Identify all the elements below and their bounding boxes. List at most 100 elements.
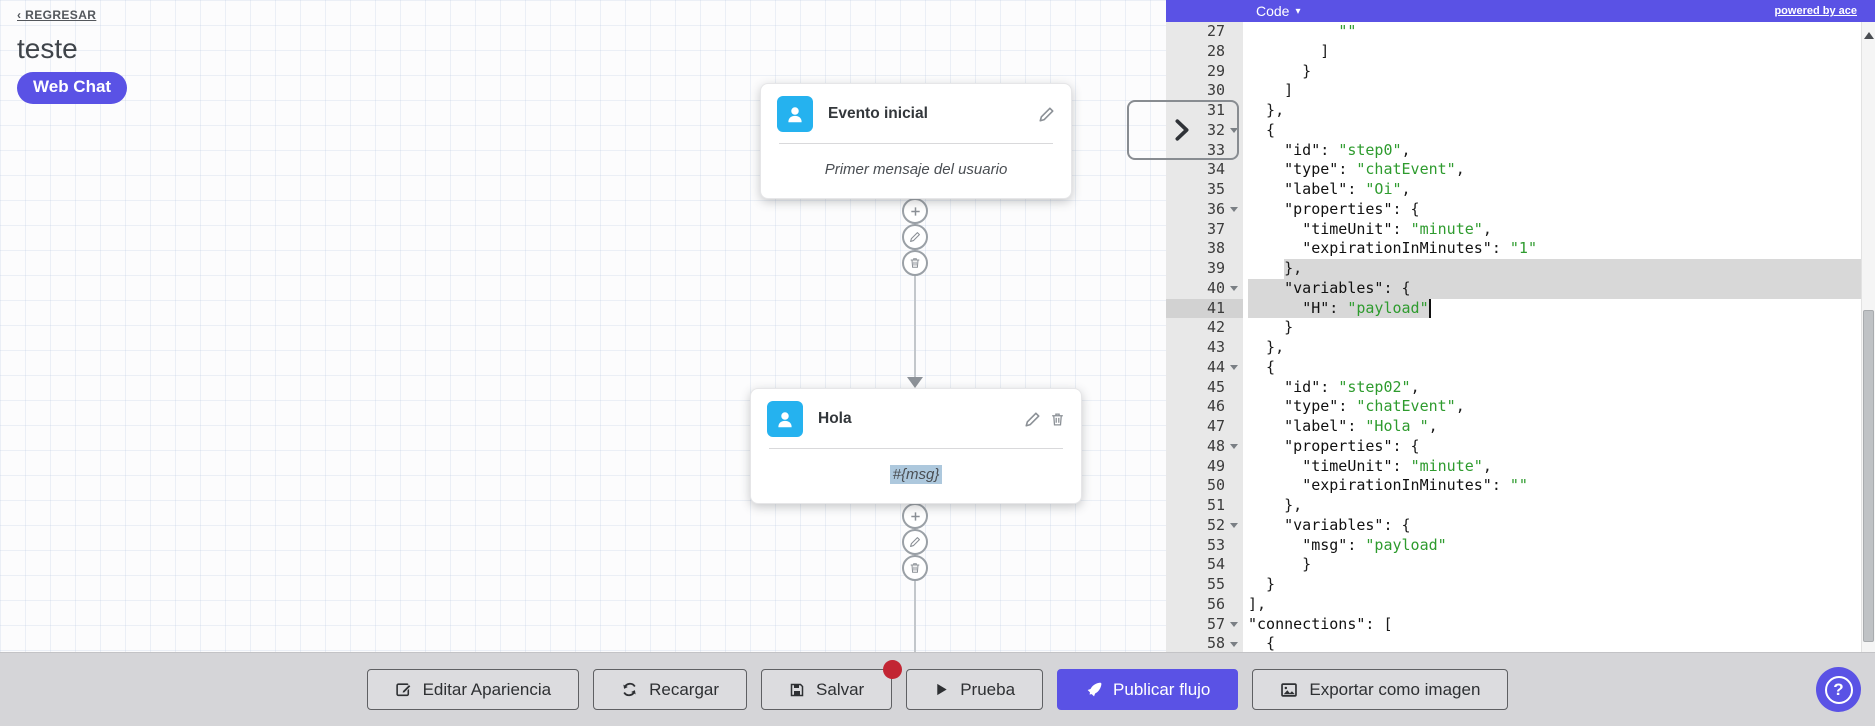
- gutter-line-number[interactable]: 36: [1166, 199, 1243, 220]
- edit-connection-button[interactable]: [902, 529, 928, 555]
- code-line[interactable]: 57"connections": [: [1166, 614, 1861, 635]
- gutter-line-number[interactable]: 56: [1166, 594, 1243, 615]
- add-step-button[interactable]: [902, 503, 928, 529]
- code-line[interactable]: 36 "properties": {: [1166, 199, 1861, 220]
- gutter-line-number[interactable]: 54: [1166, 555, 1243, 575]
- scroll-up-icon[interactable]: [1863, 27, 1874, 39]
- fold-toggle-icon[interactable]: [1230, 207, 1238, 216]
- code-line[interactable]: 41 "H": "payload": [1166, 298, 1861, 319]
- code-line[interactable]: 58 {: [1166, 634, 1861, 654]
- code-line[interactable]: 45 "id": "step02",: [1166, 377, 1861, 398]
- gutter-line-number[interactable]: 44: [1166, 357, 1243, 378]
- gutter-line-number[interactable]: 30: [1166, 81, 1243, 101]
- code-line[interactable]: 42 }: [1166, 318, 1861, 338]
- fold-toggle-icon[interactable]: [1230, 128, 1238, 137]
- edit-connection-button[interactable]: [902, 224, 928, 250]
- flow-node-evento-inicial[interactable]: Evento inicial Primer mensaje del usuari…: [760, 83, 1072, 199]
- add-step-button[interactable]: [902, 198, 928, 224]
- code-line[interactable]: 28 ]: [1166, 41, 1861, 62]
- gutter-line-number[interactable]: 50: [1166, 476, 1243, 496]
- code-line[interactable]: 50 "expirationInMinutes": "": [1166, 476, 1861, 496]
- code-line[interactable]: 51 },: [1166, 496, 1861, 516]
- flow-canvas[interactable]: ‹ REGRESAR teste Web Chat Evento inicial: [0, 0, 1166, 652]
- code-line[interactable]: 54 }: [1166, 555, 1861, 575]
- code-line[interactable]: 52 "variables": {: [1166, 515, 1861, 536]
- gutter-line-number[interactable]: 40: [1166, 278, 1243, 299]
- gutter-line-number[interactable]: 49: [1166, 456, 1243, 477]
- code-editor[interactable]: 27 ""28 ]29 }30 ]31 },32 {33 "id": "step…: [1166, 22, 1861, 654]
- gutter-line-number[interactable]: 35: [1166, 180, 1243, 200]
- code-line[interactable]: 48 "properties": {: [1166, 436, 1861, 457]
- gutter-line-number[interactable]: 57: [1166, 614, 1243, 635]
- fold-toggle-icon[interactable]: [1230, 444, 1238, 453]
- code-line[interactable]: 34 "type": "chatEvent",: [1166, 160, 1861, 180]
- fold-toggle-icon[interactable]: [1230, 365, 1238, 374]
- gutter-line-number[interactable]: 29: [1166, 61, 1243, 82]
- back-link[interactable]: ‹ REGRESAR: [17, 8, 97, 22]
- export-image-button[interactable]: Exportar como imagen: [1252, 669, 1509, 710]
- gutter-line-number[interactable]: 33: [1166, 140, 1243, 161]
- edit-appearance-button[interactable]: Editar Apariencia: [366, 669, 580, 710]
- delete-node-icon[interactable]: [1050, 411, 1065, 428]
- gutter-line-number[interactable]: 52: [1166, 515, 1243, 536]
- code-line[interactable]: 32 {: [1166, 120, 1861, 141]
- delete-connection-button[interactable]: [902, 555, 928, 581]
- gutter-line-number[interactable]: 28: [1166, 41, 1243, 62]
- gutter-line-number[interactable]: 46: [1166, 397, 1243, 417]
- fold-toggle-icon[interactable]: [1230, 641, 1238, 651]
- gutter-line-number[interactable]: 38: [1166, 239, 1243, 259]
- edit-node-icon[interactable]: [1024, 411, 1041, 428]
- fold-toggle-icon[interactable]: [1230, 621, 1238, 631]
- code-line[interactable]: 55 }: [1166, 575, 1861, 595]
- edit-node-icon[interactable]: [1038, 106, 1055, 123]
- gutter-line-number[interactable]: 51: [1166, 496, 1243, 516]
- gutter-line-number[interactable]: 32: [1166, 120, 1243, 141]
- gutter-line-number[interactable]: 43: [1166, 338, 1243, 358]
- publish-flow-button[interactable]: Publicar flujo: [1057, 669, 1239, 710]
- code-line[interactable]: 33 "id": "step0",: [1166, 140, 1861, 161]
- code-line[interactable]: 38 "expirationInMinutes": "1": [1166, 239, 1861, 259]
- gutter-line-number[interactable]: 42: [1166, 318, 1243, 338]
- code-line[interactable]: 49 "timeUnit": "minute",: [1166, 456, 1861, 477]
- code-line[interactable]: 29 }: [1166, 61, 1861, 82]
- test-button[interactable]: Prueba: [906, 669, 1044, 710]
- scrollbar-thumb[interactable]: [1863, 310, 1874, 642]
- code-line[interactable]: 43 },: [1166, 338, 1861, 358]
- fold-toggle-icon[interactable]: [1230, 286, 1238, 295]
- code-line[interactable]: 46 "type": "chatEvent",: [1166, 397, 1861, 417]
- code-line[interactable]: 47 "label": "Hola ",: [1166, 417, 1861, 437]
- gutter-line-number[interactable]: 48: [1166, 436, 1243, 457]
- code-line[interactable]: 56],: [1166, 594, 1861, 615]
- save-button[interactable]: Salvar: [761, 660, 903, 710]
- gutter-line-number[interactable]: 41: [1166, 298, 1243, 319]
- code-line[interactable]: 40 "variables": {: [1166, 278, 1861, 299]
- help-button[interactable]: ?: [1816, 667, 1861, 712]
- delete-connection-button[interactable]: [902, 250, 928, 276]
- trash-icon: [910, 563, 920, 573]
- collapse-panel-button[interactable]: [1127, 100, 1239, 160]
- gutter-line-number[interactable]: 58: [1166, 634, 1243, 654]
- reload-button[interactable]: Recargar: [593, 669, 748, 710]
- flow-node-hola[interactable]: Hola #{msg}: [750, 388, 1082, 504]
- gutter-line-number[interactable]: 27: [1166, 22, 1243, 42]
- code-mode-dropdown[interactable]: Code▾: [1256, 3, 1301, 19]
- editor-scrollbar[interactable]: [1861, 22, 1875, 654]
- gutter-line-number[interactable]: 31: [1166, 101, 1243, 121]
- code-line[interactable]: 53 "msg": "payload": [1166, 535, 1861, 556]
- gutter-line-number[interactable]: 53: [1166, 535, 1243, 556]
- code-line[interactable]: 44 {: [1166, 357, 1861, 378]
- code-line[interactable]: 27 "": [1166, 22, 1861, 42]
- gutter-line-number[interactable]: 37: [1166, 219, 1243, 240]
- code-line[interactable]: 30 ]: [1166, 81, 1861, 101]
- gutter-line-number[interactable]: 47: [1166, 417, 1243, 437]
- code-line[interactable]: 31 },: [1166, 101, 1861, 121]
- gutter-line-number[interactable]: 34: [1166, 160, 1243, 180]
- gutter-line-number[interactable]: 45: [1166, 377, 1243, 398]
- code-line[interactable]: 39 },: [1166, 259, 1861, 279]
- gutter-line-number[interactable]: 55: [1166, 575, 1243, 595]
- powered-by-ace-link[interactable]: powered by ace: [1774, 5, 1857, 17]
- code-line[interactable]: 37 "timeUnit": "minute",: [1166, 219, 1861, 240]
- fold-toggle-icon[interactable]: [1230, 523, 1238, 532]
- gutter-line-number[interactable]: 39: [1166, 259, 1243, 279]
- code-line[interactable]: 35 "label": "Oi",: [1166, 180, 1861, 200]
